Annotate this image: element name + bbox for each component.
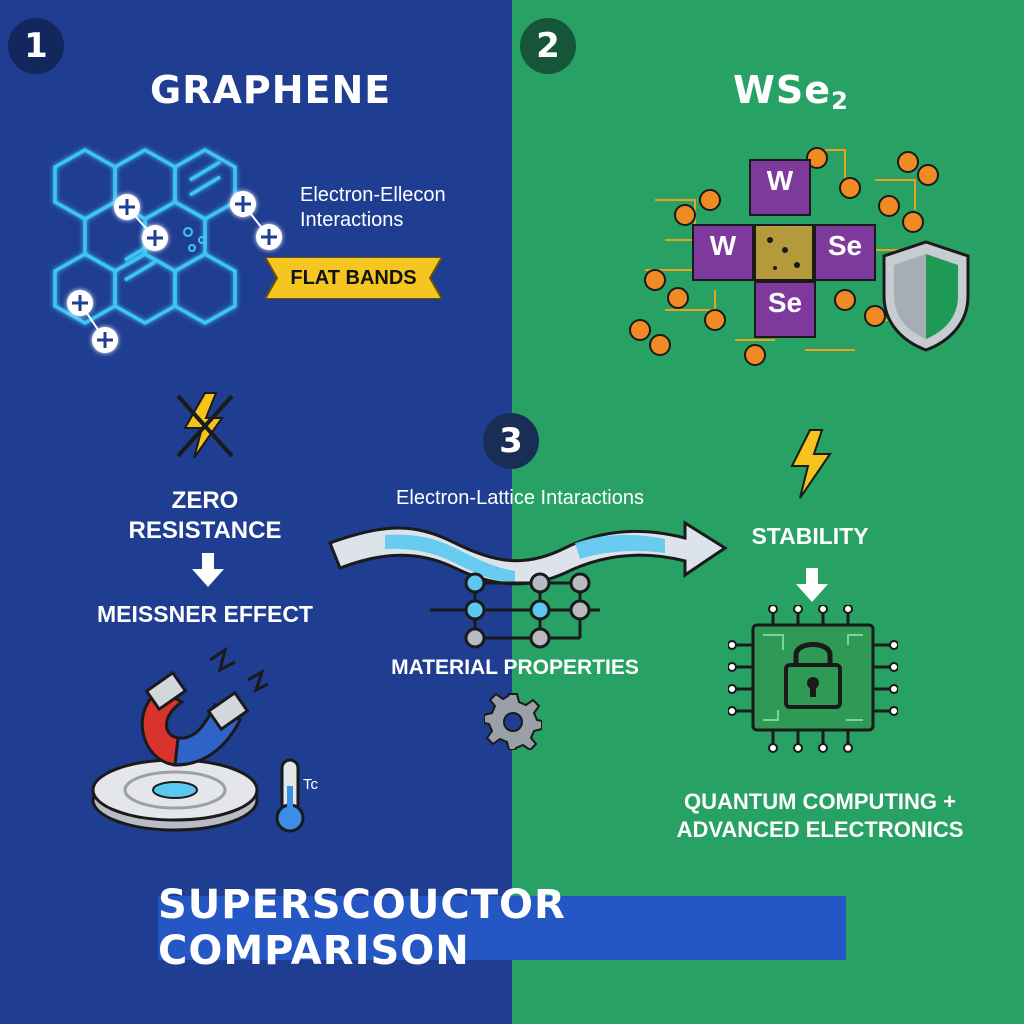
lattice-network-icon xyxy=(430,572,600,649)
badge-interactions: 3 xyxy=(483,413,539,469)
application-line2: ADVANCED ELECTRONICS xyxy=(676,816,964,842)
zero-line2: RESISTANCE xyxy=(128,517,282,544)
flat-bands-label: FLAT BANDS xyxy=(290,266,417,289)
tile-w-top: W xyxy=(766,165,794,196)
lattice-interaction-label: Electron-Lattice Intaractions xyxy=(396,487,644,509)
graphene-interaction-line2: Interactions xyxy=(300,209,404,231)
meissner-effect-label: MEISSNER EFFECT xyxy=(97,601,313,627)
shield-icon xyxy=(882,240,970,352)
wse2-title-subscript: 2 xyxy=(831,87,849,115)
lightning-icon xyxy=(790,429,832,499)
no-lightning-icon xyxy=(176,392,234,459)
wse2-title: WSe2 xyxy=(733,68,849,115)
wavy-arrow-icon xyxy=(328,520,728,586)
badge-graphene: 1 xyxy=(8,18,64,74)
graphene-interaction-line1: Electron-Ellecon xyxy=(300,184,446,206)
tile-se-bottom: Se xyxy=(767,287,803,318)
graphene-lattice-icon xyxy=(53,147,237,326)
graphene-title: GRAPHENE xyxy=(150,68,392,112)
down-arrow-icon xyxy=(192,553,224,587)
stability-label: STABILITY xyxy=(751,523,869,549)
tc-label: Tc xyxy=(303,776,318,793)
graphene-panel-background xyxy=(0,0,512,1024)
footer-banner: SUPERSCOUCTOR COMPARISON xyxy=(158,882,846,974)
application-line1: QUANTUM COMPUTING + xyxy=(684,789,956,814)
zero-line1: ZERO xyxy=(171,487,239,514)
graphene-charges-icon xyxy=(67,191,282,353)
flat-bands-banner xyxy=(265,257,442,299)
material-properties-label: MATERIAL PROPERTIES xyxy=(391,656,639,679)
magnet-levitation-icon xyxy=(91,646,269,832)
application-label: QUANTUM COMPUTING + ADVANCED ELECTRONICS xyxy=(665,788,975,843)
gear-icon xyxy=(484,692,542,750)
tile-w-left: W xyxy=(709,230,737,261)
stability-down-arrow-icon xyxy=(796,568,828,602)
badge-wse2: 2 xyxy=(520,18,576,74)
zero-resistance-label: ZERO RESISTANCE xyxy=(120,486,290,546)
wse2-structure-icon xyxy=(629,147,945,366)
secure-chip-icon xyxy=(728,605,898,753)
tile-se-right: Se xyxy=(827,230,863,261)
thermometer-icon xyxy=(275,758,305,833)
footer-title: SUPERSCOUCTOR COMPARISON xyxy=(158,882,566,974)
wse2-title-main: WSe xyxy=(733,68,832,112)
graphene-interaction-label: Electron-Ellecon Interactions xyxy=(300,183,446,233)
